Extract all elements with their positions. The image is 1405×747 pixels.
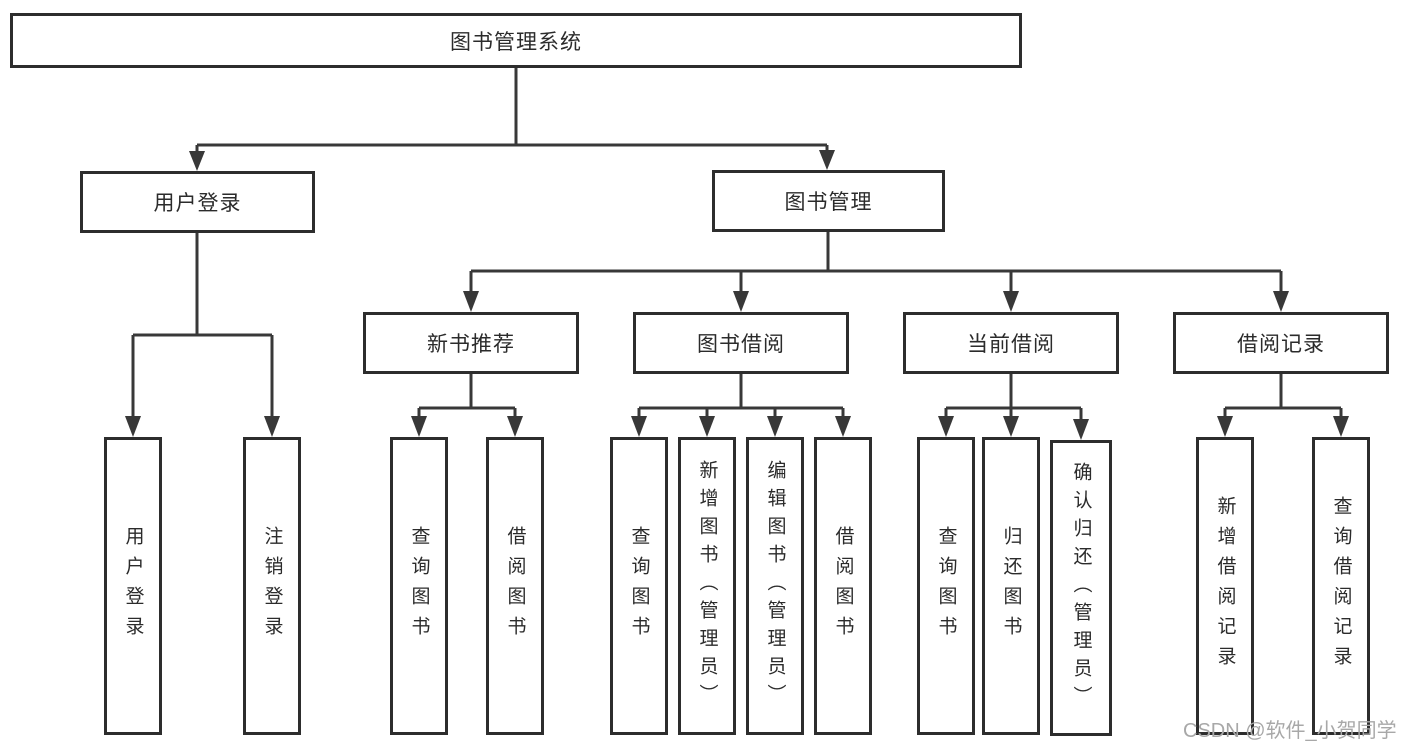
node-label: 新书推荐 xyxy=(427,333,515,356)
leaf-borrow-books-newbook: 借阅图书 xyxy=(486,437,544,735)
node-label: 当前借阅 xyxy=(967,333,1055,356)
leaf-add-borrow-record: 新增借阅记录 xyxy=(1196,437,1254,735)
node-label: 查询图书 xyxy=(935,526,957,646)
leaf-query-borrow-record: 查询借阅记录 xyxy=(1312,437,1370,735)
node-label: 借阅记录 xyxy=(1237,333,1325,356)
node-label: 图书借阅 xyxy=(697,333,785,356)
connector-book-borrow-children xyxy=(637,374,845,421)
connector-new-book-children xyxy=(417,374,517,421)
node-label: 借阅图书 xyxy=(504,526,526,646)
node-book-borrow: 图书借阅 xyxy=(633,312,849,374)
connector-borrow-record-children xyxy=(1223,374,1343,421)
leaf-logout: 注销登录 xyxy=(243,437,301,735)
connector-book-mgmt-children xyxy=(469,232,1283,296)
node-label: 查询图书 xyxy=(628,526,650,646)
leaf-borrow-books: 借阅图书 xyxy=(814,437,872,735)
node-label: 图书管理 xyxy=(784,191,873,214)
node-label: 借阅图书 xyxy=(832,526,854,646)
node-label: 查询借阅记录 xyxy=(1330,496,1352,676)
leaf-confirm-return-admin: 确认归还（管理员） xyxy=(1050,440,1112,736)
node-label: 新增图书（管理员） xyxy=(696,460,718,712)
leaf-query-books-borrow: 查询图书 xyxy=(610,437,668,735)
connector-current-borrow-children xyxy=(944,374,1083,424)
leaf-query-books-current: 查询图书 xyxy=(917,437,975,735)
node-label: 编辑图书（管理员） xyxy=(764,460,786,712)
node-label: 新增借阅记录 xyxy=(1214,496,1236,676)
node-new-book-recommend: 新书推荐 xyxy=(363,312,579,374)
node-user-login-branch: 用户登录 xyxy=(80,171,315,233)
leaf-query-books-newbook: 查询图书 xyxy=(390,437,448,735)
leaf-user-login: 用户登录 xyxy=(104,437,162,735)
node-label: 图书管理系统 xyxy=(450,30,582,54)
connector-root-to-level1 xyxy=(195,68,829,153)
node-label: 用户登录 xyxy=(153,192,242,215)
node-borrow-record: 借阅记录 xyxy=(1173,312,1389,374)
connector-user-login-children xyxy=(131,233,274,421)
leaf-edit-books-admin: 编辑图书（管理员） xyxy=(746,437,804,735)
node-label: 查询图书 xyxy=(408,526,430,646)
node-label: 归还图书 xyxy=(1000,526,1022,646)
node-current-borrow: 当前借阅 xyxy=(903,312,1119,374)
leaf-return-books: 归还图书 xyxy=(982,437,1040,735)
node-label: 确认归还（管理员） xyxy=(1070,462,1092,714)
csdn-watermark: CSDN @软件_小贺同学 xyxy=(1183,720,1397,742)
leaf-add-books-admin: 新增图书（管理员） xyxy=(678,437,736,735)
node-book-management-branch: 图书管理 xyxy=(712,170,945,232)
node-label: 用户登录 xyxy=(122,526,144,646)
node-label: 注销登录 xyxy=(261,526,283,646)
arrowheads xyxy=(125,150,1349,440)
node-root-system: 图书管理系统 xyxy=(10,13,1022,68)
